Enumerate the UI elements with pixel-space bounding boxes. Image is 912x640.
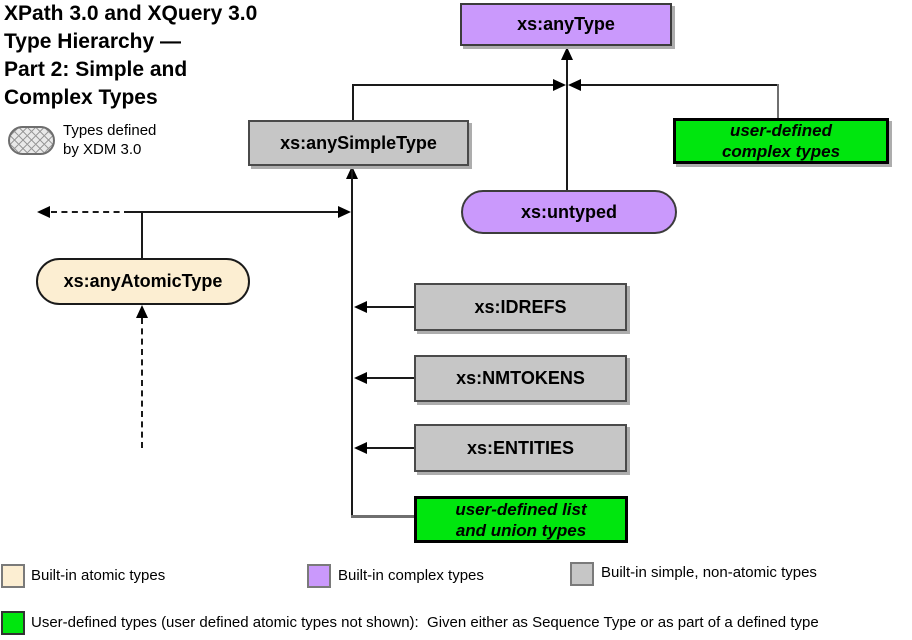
arrowhead-left-idrefs-icon xyxy=(354,301,367,313)
connector-usercomplex-to-junction xyxy=(581,84,779,86)
arrowhead-left-entities-icon xyxy=(354,442,367,454)
node-xs-anyatomictype: xs:anyAtomicType xyxy=(36,258,250,305)
connector-anysimpletype-to-junction xyxy=(352,84,553,86)
connector-entities xyxy=(367,447,414,449)
arrowhead-up-anytype-icon xyxy=(561,47,573,60)
arrowhead-right-junction-icon xyxy=(553,79,566,91)
legend-swatch-atomic-icon xyxy=(1,564,25,588)
connector-userlist-elbow xyxy=(351,515,414,518)
arrowhead-left-junction-icon xyxy=(568,79,581,91)
connector-simple-spine xyxy=(351,166,353,517)
legend-swatch-user-defined-icon xyxy=(1,611,25,635)
page-title: XPath 3.0 and XQuery 3.0 Type Hierarchy … xyxy=(4,2,258,109)
legend-label-simple: Built-in simple, non-atomic types xyxy=(601,564,817,581)
node-user-defined-list-union-types: user-defined list and union types xyxy=(414,496,628,543)
legend-swatch-simple-icon xyxy=(570,562,594,586)
connector-anysimpletype-top-riser xyxy=(352,84,354,121)
arrowhead-left-nmtokens-icon xyxy=(354,372,367,384)
xdm-hatched-stadium-icon xyxy=(8,126,55,155)
connector-anytype-spine xyxy=(566,47,568,190)
legend-label-user-defined: User-defined types (user defined atomic … xyxy=(31,614,819,631)
connector-dashed-offpage xyxy=(51,211,130,213)
connector-anyatomic-drop xyxy=(141,212,143,258)
legend-label-complex: Built-in complex types xyxy=(338,567,484,584)
node-xs-anytype: xs:anyType xyxy=(460,3,672,46)
node-xs-entities: xs:ENTITIES xyxy=(414,424,627,472)
connector-usercomplex-riser xyxy=(777,84,779,119)
xdm-note-label: Types defined by XDM 3.0 xyxy=(63,122,157,158)
connector-nmtokens xyxy=(367,377,414,379)
node-xs-idrefs: xs:IDREFS xyxy=(414,283,627,331)
arrowhead-left-offpage-icon xyxy=(37,206,50,218)
connector-atomic-horizontal xyxy=(130,211,343,213)
connector-idrefs xyxy=(367,306,414,308)
node-xs-untyped: xs:untyped xyxy=(461,190,677,234)
arrowhead-right-spine-icon xyxy=(338,206,351,218)
arrowhead-up-anyatomic-icon xyxy=(136,305,148,318)
node-user-defined-complex-types: user-defined complex types xyxy=(673,118,889,164)
legend-label-atomic: Built-in atomic types xyxy=(31,567,166,584)
node-xs-anysimpletype: xs:anySimpleType xyxy=(248,120,469,166)
node-xs-nmtokens: xs:NMTOKENS xyxy=(414,355,627,402)
connector-dashed-atomic-descendants xyxy=(141,318,143,448)
legend-swatch-complex-icon xyxy=(307,564,331,588)
